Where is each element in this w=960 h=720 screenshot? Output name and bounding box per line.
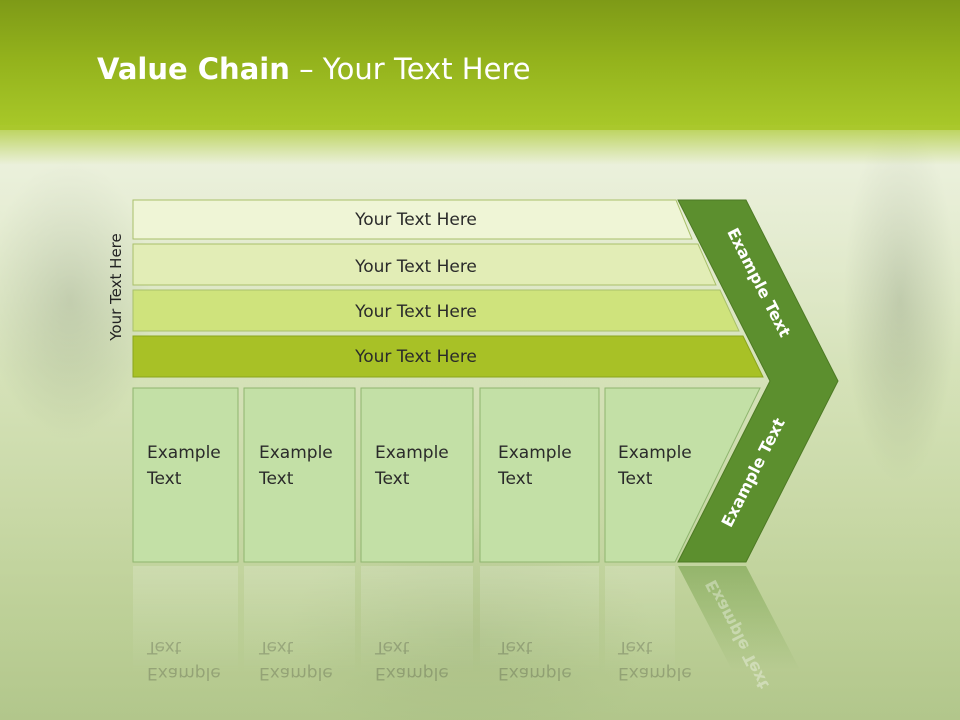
title-bar <box>0 0 960 130</box>
box-5-reflection-line2: Text <box>618 637 653 657</box>
box-2-reflection-line1: Example <box>259 663 333 683</box>
box-3-label-reflection: Example Text <box>375 634 449 686</box>
slide-title: Value Chain – Your Text Here <box>97 52 531 86</box>
title-rest: – Your Text Here <box>289 52 531 86</box>
box-3-line1: Example <box>375 443 449 463</box>
title-bar-fade <box>0 125 960 165</box>
box-5-line1: Example <box>618 443 692 463</box>
box-2-reflection-line2: Text <box>259 637 294 657</box>
chevron-arrow <box>677 199 839 563</box>
box-1-line1: Example <box>147 443 221 463</box>
box-5-line2: Text <box>618 469 653 489</box>
bar-2 <box>132 243 717 286</box>
box-2-line1: Example <box>259 443 333 463</box>
bar-1-label: Your Text Here <box>354 210 477 230</box>
box-1-label-reflection: Example Text <box>147 634 221 686</box>
box-1-reflection-line1: Example <box>147 663 221 683</box>
box-4-reflection-line2: Text <box>498 637 533 657</box>
boxes-reflection <box>133 566 675 676</box>
title-bold: Value Chain <box>97 52 290 86</box>
box-3-line2: Text <box>375 469 410 489</box>
box-5-label-reflection: Example Text <box>618 634 692 686</box>
bar-3-label: Your Text Here <box>354 302 477 322</box>
box-3-reflection-line1: Example <box>375 663 449 683</box>
box-3 <box>360 387 474 563</box>
bar-4-label: Your Text Here <box>354 347 477 367</box>
box-1 <box>132 387 239 563</box>
box-2 <box>243 387 356 563</box>
bar-4 <box>132 335 764 378</box>
box-4 <box>479 387 600 563</box>
box-4-label-reflection: Example Text <box>498 634 572 686</box>
box-4-line1: Example <box>498 443 572 463</box>
bar-3 <box>132 289 740 332</box>
box-5-reflection-line1: Example <box>618 663 692 683</box>
box-1-line2: Text <box>147 469 182 489</box>
box-5 <box>604 387 761 563</box>
box-3-reflection-line2: Text <box>375 637 410 657</box>
box-4-reflection-line1: Example <box>498 663 572 683</box>
box-2-label-reflection: Example Text <box>259 634 333 686</box>
box-4-line2: Text <box>498 469 533 489</box>
bar-1 <box>132 199 693 240</box>
box-1-reflection-line2: Text <box>147 637 182 657</box>
chevron-reflection <box>678 566 800 670</box>
bar-2-label: Your Text Here <box>354 257 477 277</box>
box-2-line2: Text <box>259 469 294 489</box>
